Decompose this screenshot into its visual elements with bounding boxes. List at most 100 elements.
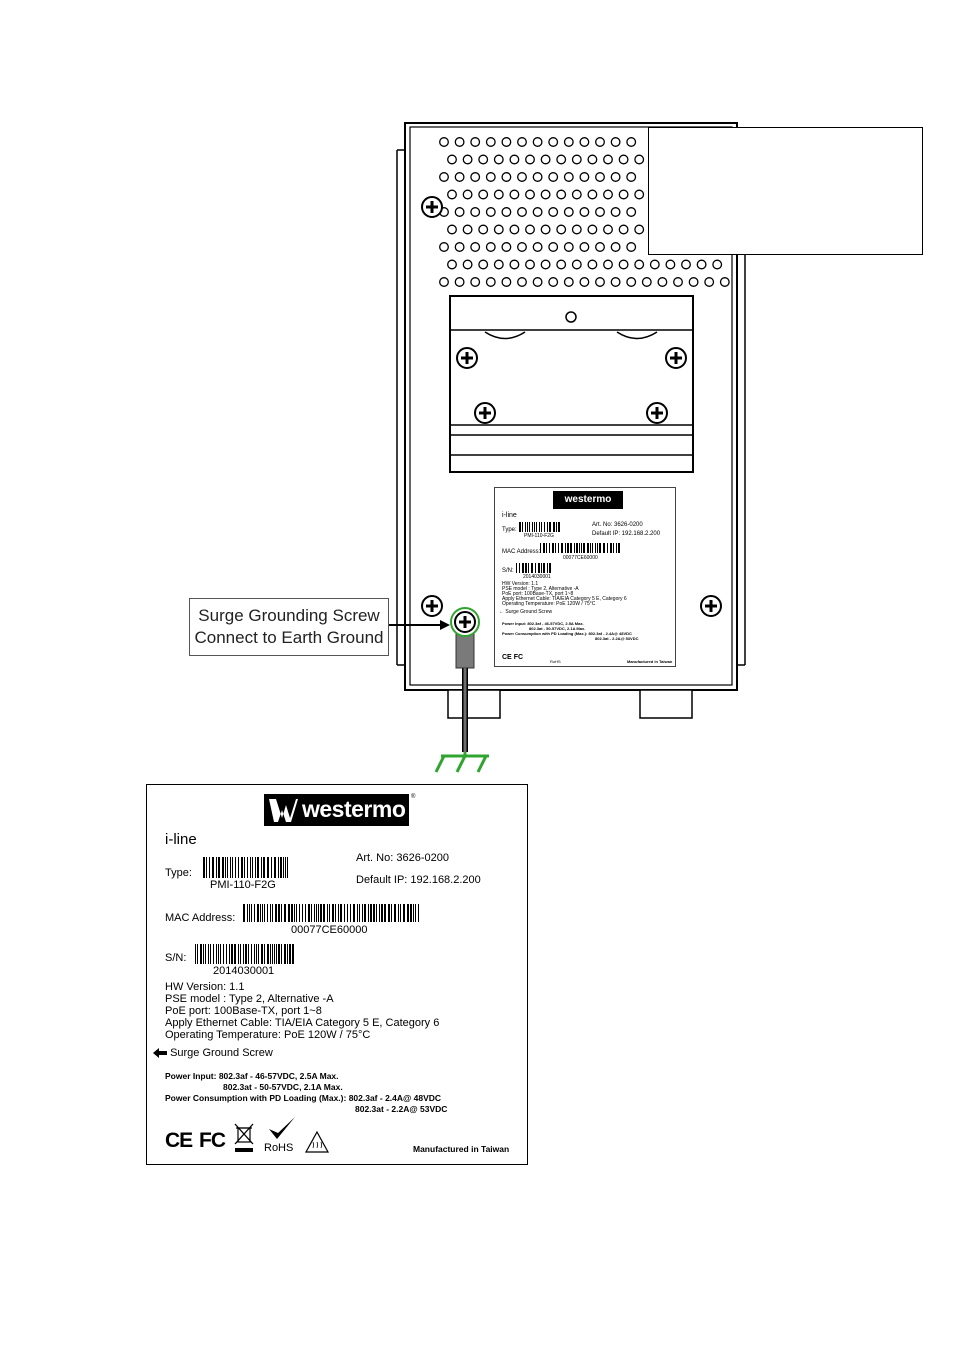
small-op-temp: Operating Temperature: PoE 120W / 75°C [502,601,596,607]
barcode-bar [226,944,227,964]
barcode-bar [217,857,220,878]
vent-hole [556,259,567,270]
poe-port: PoE port: 100Base-TX, port 1~8 [165,1005,322,1017]
barcode-bar [197,944,198,964]
small-power-cons-1: Power Consumption with PD Loading (Max.)… [502,631,632,636]
vent-hole [704,277,715,287]
vent-hole [462,224,473,235]
vent-hole [493,259,504,270]
barcode-bar [414,904,416,922]
small-type-value: PMI-110-F2G [524,533,554,539]
brand-logo: westermo [264,794,409,826]
small-type-label: Type: [502,527,517,533]
barcode-bar [552,543,554,553]
barcode-bar [589,543,591,553]
barcode-bar [575,543,578,553]
barcode-bar [609,543,612,553]
vent-hole [509,189,520,200]
vent-hole [618,224,629,235]
vent-hole [540,224,551,235]
vent-hole [517,207,527,217]
barcode-bar [291,944,294,964]
vent-hole [618,259,629,270]
operating-temperature: Operating Temperature: PoE 120W / 75°C [165,1029,371,1041]
barcode-bar [541,563,542,573]
vent-hole [470,137,481,147]
barcode-bar [287,857,288,878]
screw-icon [421,196,443,218]
vent-hole [610,137,621,147]
barcode-bar [327,904,328,922]
barcode-bar [583,543,585,553]
vent-hole [501,277,512,287]
barcode-bar [524,522,526,532]
barcode-bar [567,543,569,553]
vent-hole [548,277,559,287]
vent-hole [603,154,613,165]
vent-hole [649,259,660,270]
device-label-small: westermo i-line Type: PMI-110-F2G Art. N… [494,487,676,667]
vent-hole [478,259,489,270]
vent-hole [532,172,543,182]
vent-hole [626,242,637,252]
vent-hole [610,242,621,252]
barcode-bar [606,543,608,553]
vent-hole [439,242,449,252]
barcode-bar [254,904,255,922]
vent-hole [688,277,699,287]
vent-hole [556,189,567,200]
small-ce-fc: CE FC [502,654,523,661]
vent-hole [587,154,598,165]
barcode-bar [239,944,241,964]
barcode-bar [417,904,419,922]
barcode-bar [332,904,334,922]
vent-hole [556,224,567,235]
vent-hole [454,242,465,252]
barcode-bar [244,944,247,964]
vent-hole [563,242,574,252]
callout-line-2: Connect to Earth Ground [194,628,384,647]
barcode-bar [219,944,221,964]
barcode-bar [217,944,219,964]
vent-hole [525,224,535,235]
vent-hole [470,277,481,287]
vent-hole [579,207,590,217]
screw-icon-group [421,196,722,633]
vent-hole [587,224,598,235]
barcode-bar [549,563,551,573]
small-sn-barcode [516,563,552,573]
barcode-bar [570,543,572,553]
vent-hole [673,277,683,287]
westermo-w-icon [269,799,298,822]
barcode-bar [615,543,617,553]
vent-hole [454,172,465,182]
vent-hole [462,154,473,165]
vent-hole [540,259,551,270]
hw-version: HW Version: 1.1 [165,981,245,993]
vent-hole [509,154,520,165]
power-input-1: Power Input: 802.3af - 46-57VDC, 2.5A Ma… [165,1071,339,1081]
mac-value: 00077CE60000 [291,924,368,936]
barcode-bar [412,904,414,922]
type-barcode [203,857,289,878]
barcode-bar [528,563,529,573]
vent-hole [478,189,489,200]
barcode-bar [263,857,265,878]
vent-hole [587,189,598,200]
vent-hole [478,154,489,165]
barcode-bar [243,904,245,922]
vent-hole [517,242,527,252]
barcode-bar [399,904,401,922]
barcode-bar [532,522,533,532]
barcode-bar [549,543,550,553]
barcode-bar [269,944,271,964]
barcode-bar [587,543,589,553]
arrow-left-icon [153,1048,167,1059]
barcode-bar [358,904,360,922]
barcode-bar [591,543,593,553]
barcode-bar [546,543,547,553]
barcode-bar [257,904,259,922]
barcode-bar [274,857,276,878]
barcode-bar [526,522,528,532]
vent-hole [509,224,520,235]
